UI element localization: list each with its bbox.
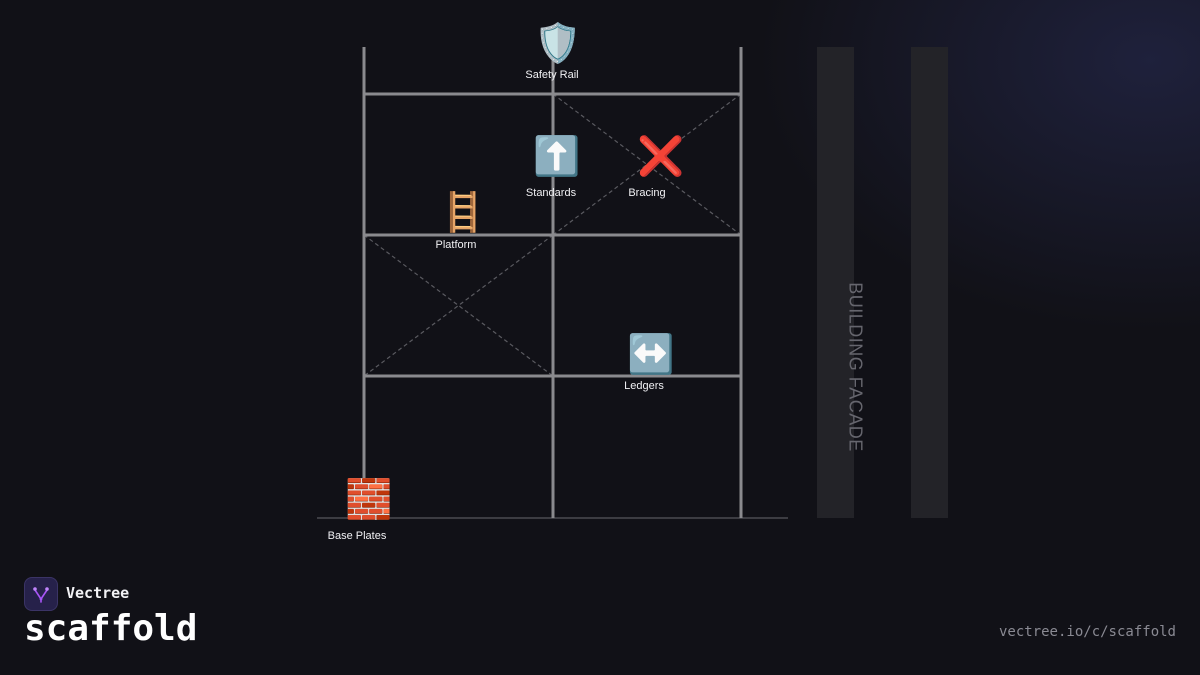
brand-name: Vectree [66,584,130,602]
brick-icon: 🧱 [345,477,393,521]
page-url[interactable]: vectree.io/c/scaffold [998,624,1176,640]
component-label-bracing: Bracing [628,187,666,199]
shield-icon: 🛡️ [534,21,582,65]
facade-label: BUILDING FACADE [845,282,866,452]
left-right-arrow-icon: ↔️ [627,332,675,376]
component-label-base-plates: Base Plates [327,530,387,542]
facade-column-right [911,47,948,518]
ladder-icon: 🪜 [439,190,487,234]
cross-mark-icon: ❌ [637,134,685,178]
brace-middle-left-b [363,234,554,377]
component-label-platform: Platform [435,239,477,251]
brace-middle-left-a [363,234,554,377]
page-title: scaffold [24,608,198,649]
up-arrow-icon: ⬆️ [533,134,581,178]
facade-column-left [817,47,854,518]
component-label-ledgers: Ledgers [624,380,664,392]
component-label-safety-rail: Safety Rail [525,69,579,81]
vectree-logo-icon [24,577,58,611]
component-label-standards: Standards [525,187,577,199]
